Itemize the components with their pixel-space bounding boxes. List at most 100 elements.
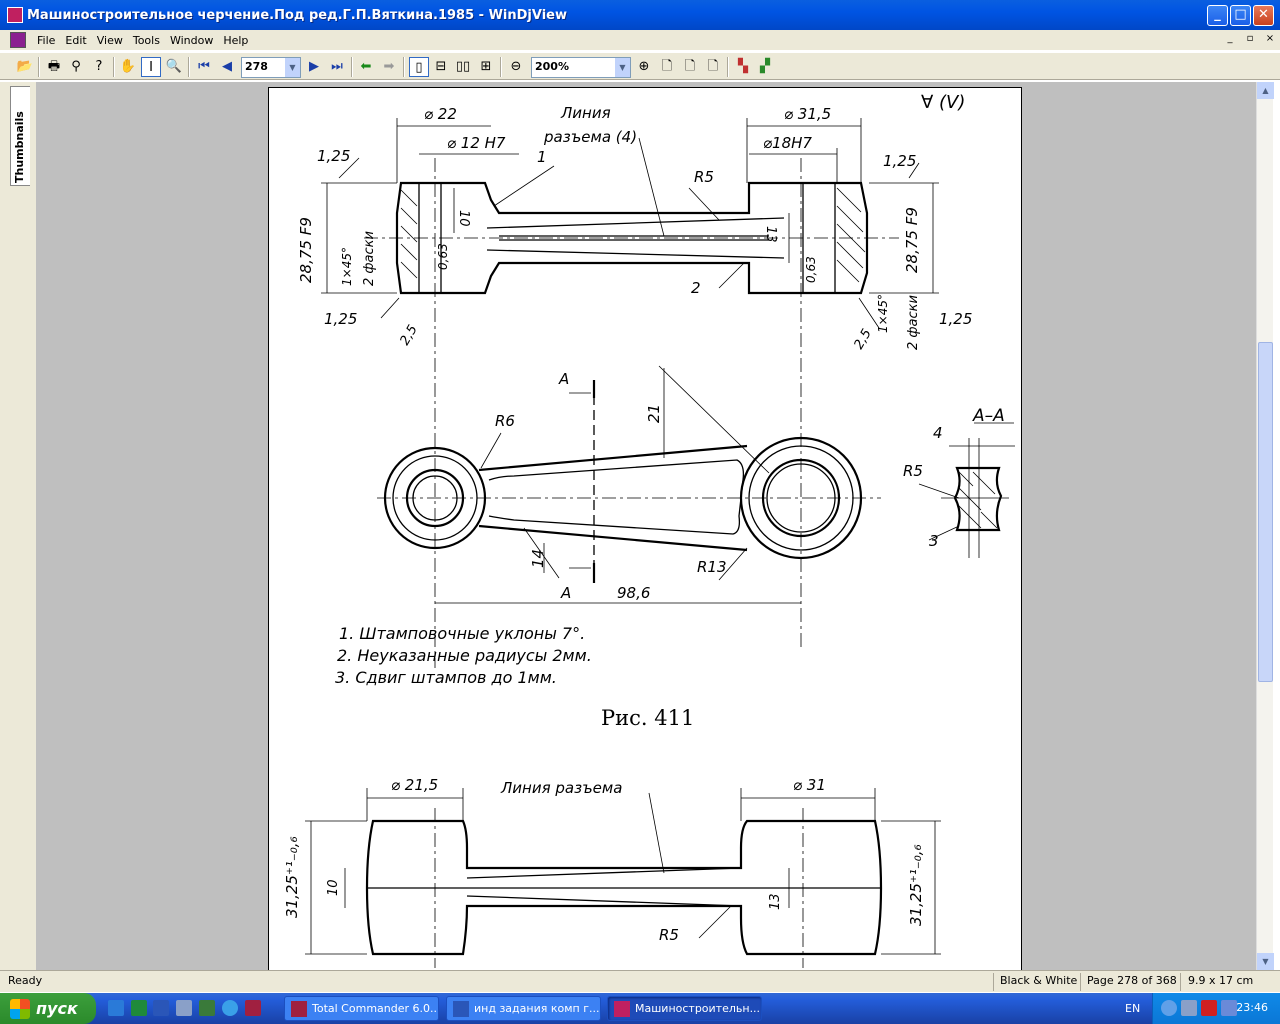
document-viewport[interactable]: ⌀ 22 ⌀ 12 H7 ⌀ 31,5 ⌀18H7 Линия разъема … [36, 82, 1256, 970]
taskbar: пуск Total Commander 6.0... инд задания … [0, 993, 1280, 1024]
language-indicator[interactable]: EN [1125, 1002, 1141, 1015]
menu-window[interactable]: Window [169, 33, 214, 47]
status-page-size: 9.9 x 17 cm [1188, 974, 1254, 987]
dim-98-6: 98,6 [617, 584, 650, 602]
two-chamfers-right: 2 фаски [906, 295, 921, 350]
zoom-out-icon[interactable]: ⊖ [510, 59, 522, 74]
fit-page-icon[interactable]: 🗋 [661, 59, 673, 74]
fit-width-icon[interactable]: 🗋 [684, 59, 696, 74]
previous-page-icon[interactable]: ◀ [222, 59, 232, 74]
scroll-up-arrow-icon[interactable]: ▲ [1257, 82, 1274, 99]
hand-tool-icon[interactable]: ✋ [119, 59, 137, 74]
bottom-view-outline [305, 788, 941, 968]
task-label: Машиностроительн... [635, 1002, 761, 1015]
label-split-line-4: разъема (4) [543, 128, 637, 146]
open-folder-icon[interactable]: 📂 [16, 59, 34, 74]
two-chamfers-left: 2 фаски [362, 231, 377, 286]
document-icon[interactable] [10, 32, 26, 48]
continuous-facing-icon[interactable]: ⊞ [480, 59, 492, 74]
quicklaunch-commander-icon[interactable] [245, 1000, 261, 1016]
zoom-in-icon[interactable]: ⊕ [638, 59, 650, 74]
scroll-down-arrow-icon[interactable]: ▼ [1257, 953, 1274, 970]
forward-icon[interactable]: ➡ [383, 59, 395, 74]
radius-r5-bottom: R5 [659, 926, 679, 944]
section-mark-a-bottom: A [560, 584, 571, 602]
maximize-button[interactable]: □ [1230, 5, 1251, 26]
minimize-button[interactable]: _ [1207, 5, 1228, 26]
radius-r13: R13 [697, 558, 727, 576]
status-divider [1180, 973, 1181, 991]
toolbar-separator [113, 57, 115, 77]
dim-13-bottom: 13 [768, 893, 783, 910]
dim-1-25-bottom-right: 1,25 [939, 310, 972, 328]
clock: 23:46 [1236, 1001, 1268, 1014]
status-bar: Ready Black & White Page 278 of 368 9.9 … [0, 970, 1280, 992]
select-tool-icon[interactable]: I [141, 57, 161, 77]
radius-r5-top: R5 [694, 168, 714, 186]
dim-1-25-top-right: 1,25 [883, 152, 916, 170]
zoom-tool-icon[interactable]: 🔍 [165, 59, 183, 74]
chamfer-1x45-left: 1×45° [340, 247, 354, 286]
chevron-down-icon[interactable]: ▼ [614, 58, 630, 77]
task-windjview[interactable]: Машиностроительн... [607, 996, 762, 1021]
print-icon[interactable]: 🖶 [47, 59, 61, 74]
mdi-minimize-button[interactable]: _ [1227, 33, 1233, 44]
single-page-icon[interactable]: ▯ [409, 57, 429, 77]
dim-d18h7: ⌀18H7 [763, 134, 812, 152]
quicklaunch-app-icon[interactable] [199, 1000, 215, 1016]
tray-arrow-icon[interactable] [1161, 1000, 1177, 1016]
page-number-value: 278 [245, 60, 268, 73]
status-divider [1080, 973, 1081, 991]
dim-d31-5: ⌀ 31,5 [784, 105, 831, 123]
quicklaunch-word-icon[interactable] [153, 1000, 169, 1016]
note-2: 2. Неуказанные радиусы 2мм. [337, 646, 592, 665]
continuous-icon[interactable]: ⊟ [435, 59, 447, 74]
tray-antivirus-icon[interactable] [1201, 1000, 1217, 1016]
help-icon[interactable]: ? [95, 59, 103, 74]
start-button[interactable]: пуск [0, 993, 96, 1024]
find-icon[interactable]: ⚲ [71, 59, 81, 74]
title-bar: Машиностроительное черчение.Под ред.Г.П.… [0, 0, 1280, 30]
tray-network-icon[interactable] [1181, 1000, 1197, 1016]
quicklaunch-ie-icon[interactable] [222, 1000, 238, 1016]
roughness-symbol: ∀ (V) [921, 92, 965, 113]
window-title: Машиностроительное черчение.Под ред.Г.П.… [27, 7, 568, 23]
vertical-scrollbar[interactable]: ▲ ▼ [1256, 82, 1274, 970]
display-mode-bw-icon[interactable]: ▞ [760, 59, 770, 74]
next-page-icon[interactable]: ▶ [309, 59, 319, 74]
quicklaunch-desktop-icon[interactable] [108, 1000, 124, 1016]
task-word-document[interactable]: инд задания комп г... [446, 996, 601, 1021]
mdi-close-button[interactable]: × [1265, 33, 1275, 44]
dim-4: 4 [933, 424, 943, 442]
top-view-dimensions [321, 118, 939, 329]
label-split-line: Линия [560, 104, 611, 122]
last-page-icon[interactable]: ⏭ [331, 59, 343, 74]
menu-help[interactable]: Help [223, 33, 249, 47]
close-button[interactable]: ✕ [1253, 5, 1274, 26]
scroll-thumb[interactable] [1258, 342, 1273, 682]
menu-tools[interactable]: Tools [132, 33, 160, 47]
app-icon[interactable] [7, 7, 23, 23]
display-mode-color-icon[interactable]: ▚ [738, 59, 748, 74]
mdi-restore-button[interactable]: ▫ [1246, 33, 1254, 44]
dim-d22: ⌀ 22 [424, 105, 457, 123]
plan-view-outline [377, 365, 881, 604]
first-page-icon[interactable]: ⏮ [198, 59, 210, 74]
tray-volume-icon[interactable] [1221, 1000, 1237, 1016]
actual-size-icon[interactable]: 🗋 [707, 59, 719, 74]
quicklaunch-excel-icon[interactable] [131, 1000, 147, 1016]
chevron-down-icon[interactable]: ▼ [284, 58, 300, 77]
dim-28-75-f9-right: 28,75 F9 [903, 207, 921, 273]
menu-view[interactable]: View [96, 33, 123, 47]
quicklaunch-tools-icon[interactable] [176, 1000, 192, 1016]
back-icon[interactable]: ⬅ [360, 59, 372, 74]
menu-edit[interactable]: Edit [65, 33, 87, 47]
page-number-combo[interactable]: 278 ▼ [241, 57, 301, 78]
dim-d31: ⌀ 31 [793, 776, 826, 794]
task-total-commander[interactable]: Total Commander 6.0... [284, 996, 439, 1021]
tab-thumbnails[interactable]: Thumbnails [10, 86, 30, 186]
status-display-mode: Black & White [1000, 974, 1078, 987]
zoom-combo[interactable]: 200% ▼ [531, 57, 631, 78]
menu-file[interactable]: File [37, 33, 56, 47]
facing-pages-icon[interactable]: ▯▯ [455, 59, 471, 74]
